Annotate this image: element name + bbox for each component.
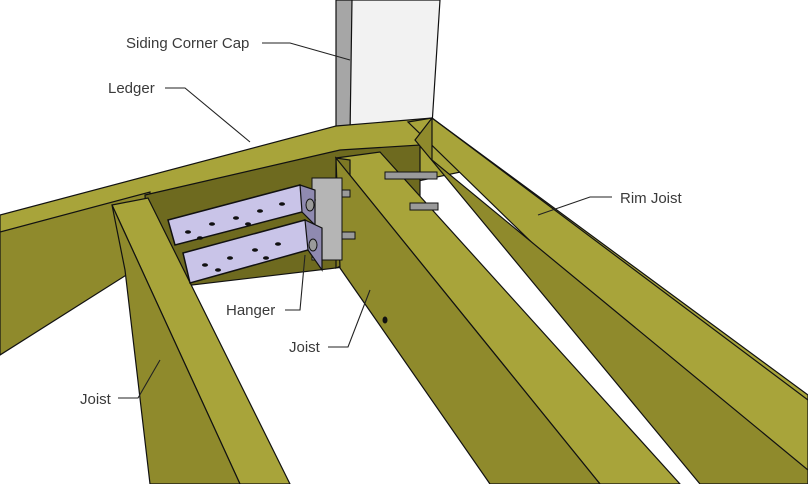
hanger-lower-bolt-hole	[308, 238, 318, 252]
leader-joist-left	[118, 359, 161, 399]
hanger-upper-bolt-hole	[305, 198, 315, 212]
label-rim-joist: Rim Joist	[620, 190, 683, 207]
label-joist-center: Joist	[289, 339, 321, 356]
leader-lines	[118, 42, 612, 399]
bolt-1	[384, 171, 438, 180]
labels: Siding Corner Cap Ledger Rim Joist Hange…	[80, 35, 683, 408]
bolt-2	[409, 202, 439, 211]
label-ledger: Ledger	[108, 80, 155, 97]
label-hanger: Hanger	[226, 302, 275, 319]
label-joist-left: Joist	[80, 391, 112, 408]
label-siding-corner-cap: Siding Corner Cap	[126, 35, 249, 52]
marker-dot	[382, 316, 388, 324]
hanger-nail-holes	[185, 202, 285, 272]
siding-corner-cap-strip	[335, 0, 353, 137]
siding-face	[349, 0, 441, 136]
leader-rim-joist	[537, 196, 612, 216]
siding-wall	[335, 0, 441, 137]
leader-joist-center	[328, 289, 371, 348]
joist-hangers	[167, 184, 323, 284]
leader-siding	[262, 42, 351, 61]
rim-joist-edge	[431, 117, 808, 401]
leader-ledger	[165, 87, 251, 143]
leader-hanger	[285, 254, 306, 311]
